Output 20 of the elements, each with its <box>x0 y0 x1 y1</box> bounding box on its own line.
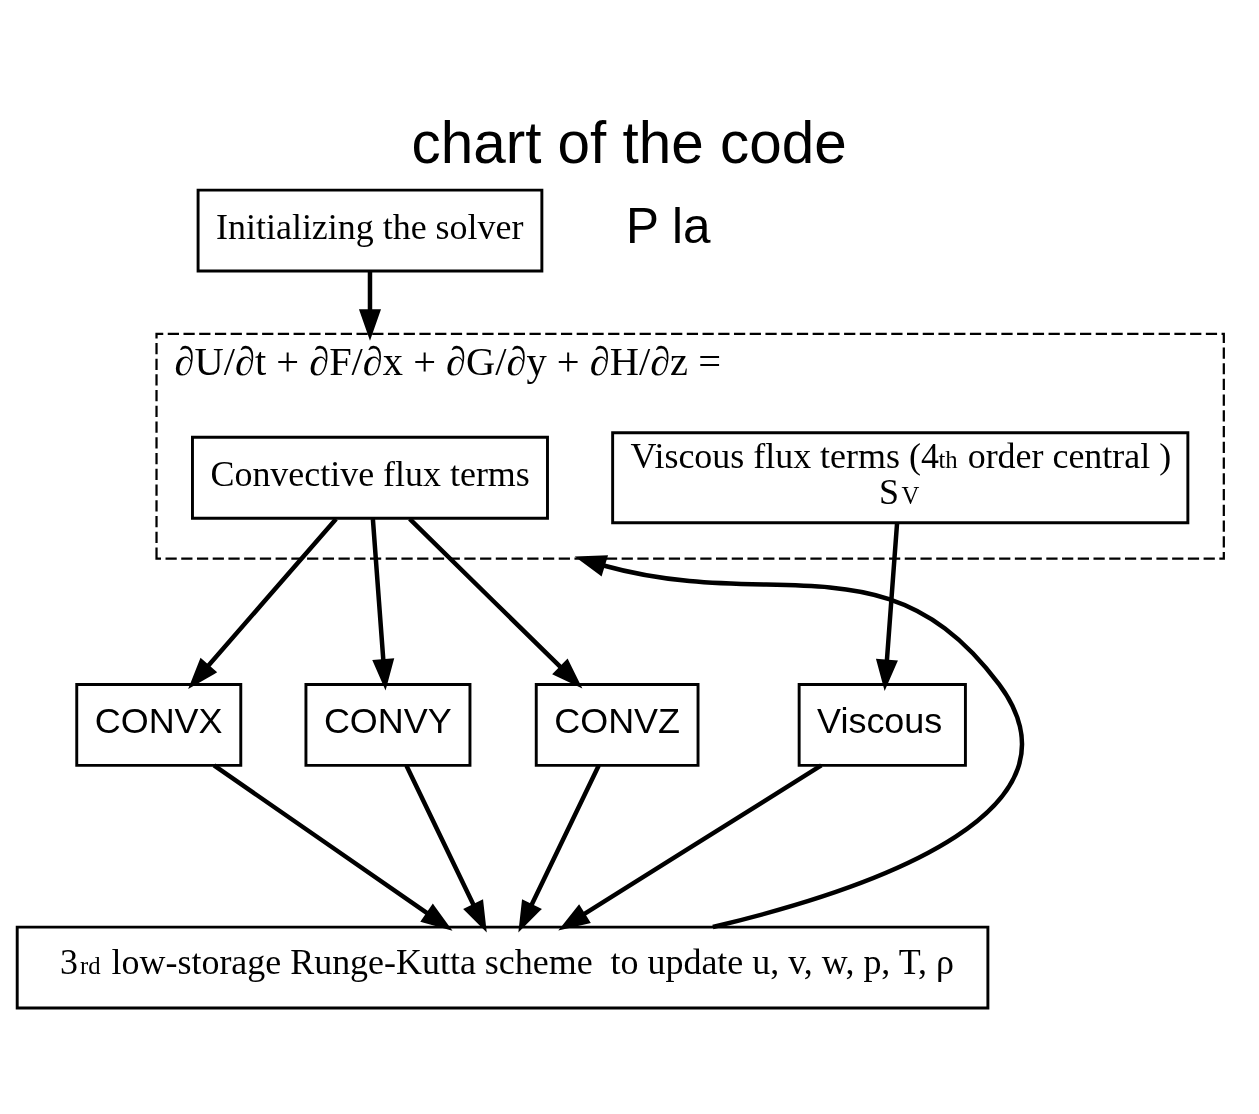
arrow <box>358 271 381 341</box>
node-box: 3rd low-storage Runge-Kutta scheme to update u, v, w, p, T, ρ <box>15 925 990 1009</box>
label: P la <box>626 197 711 253</box>
node-box: Viscous flux terms (4th order central ) SV <box>611 430 1190 524</box>
node-box: Viscous <box>797 682 967 767</box>
arrow <box>370 518 395 691</box>
arrow <box>558 763 823 930</box>
node-box: CONVY <box>304 682 472 767</box>
node-box: Convective flux terms <box>191 435 549 520</box>
arrow <box>875 522 900 691</box>
node-box: Initializing the solver <box>196 188 544 272</box>
arrow <box>574 554 1024 929</box>
node-box: CONVZ <box>534 682 700 767</box>
arrow <box>518 763 601 932</box>
arrow <box>408 516 583 689</box>
arrow <box>212 763 453 931</box>
node-box: CONVX <box>75 682 243 767</box>
arrow <box>188 517 338 689</box>
arrow <box>404 763 487 932</box>
diagram-title: chart of the code <box>411 109 847 175</box>
